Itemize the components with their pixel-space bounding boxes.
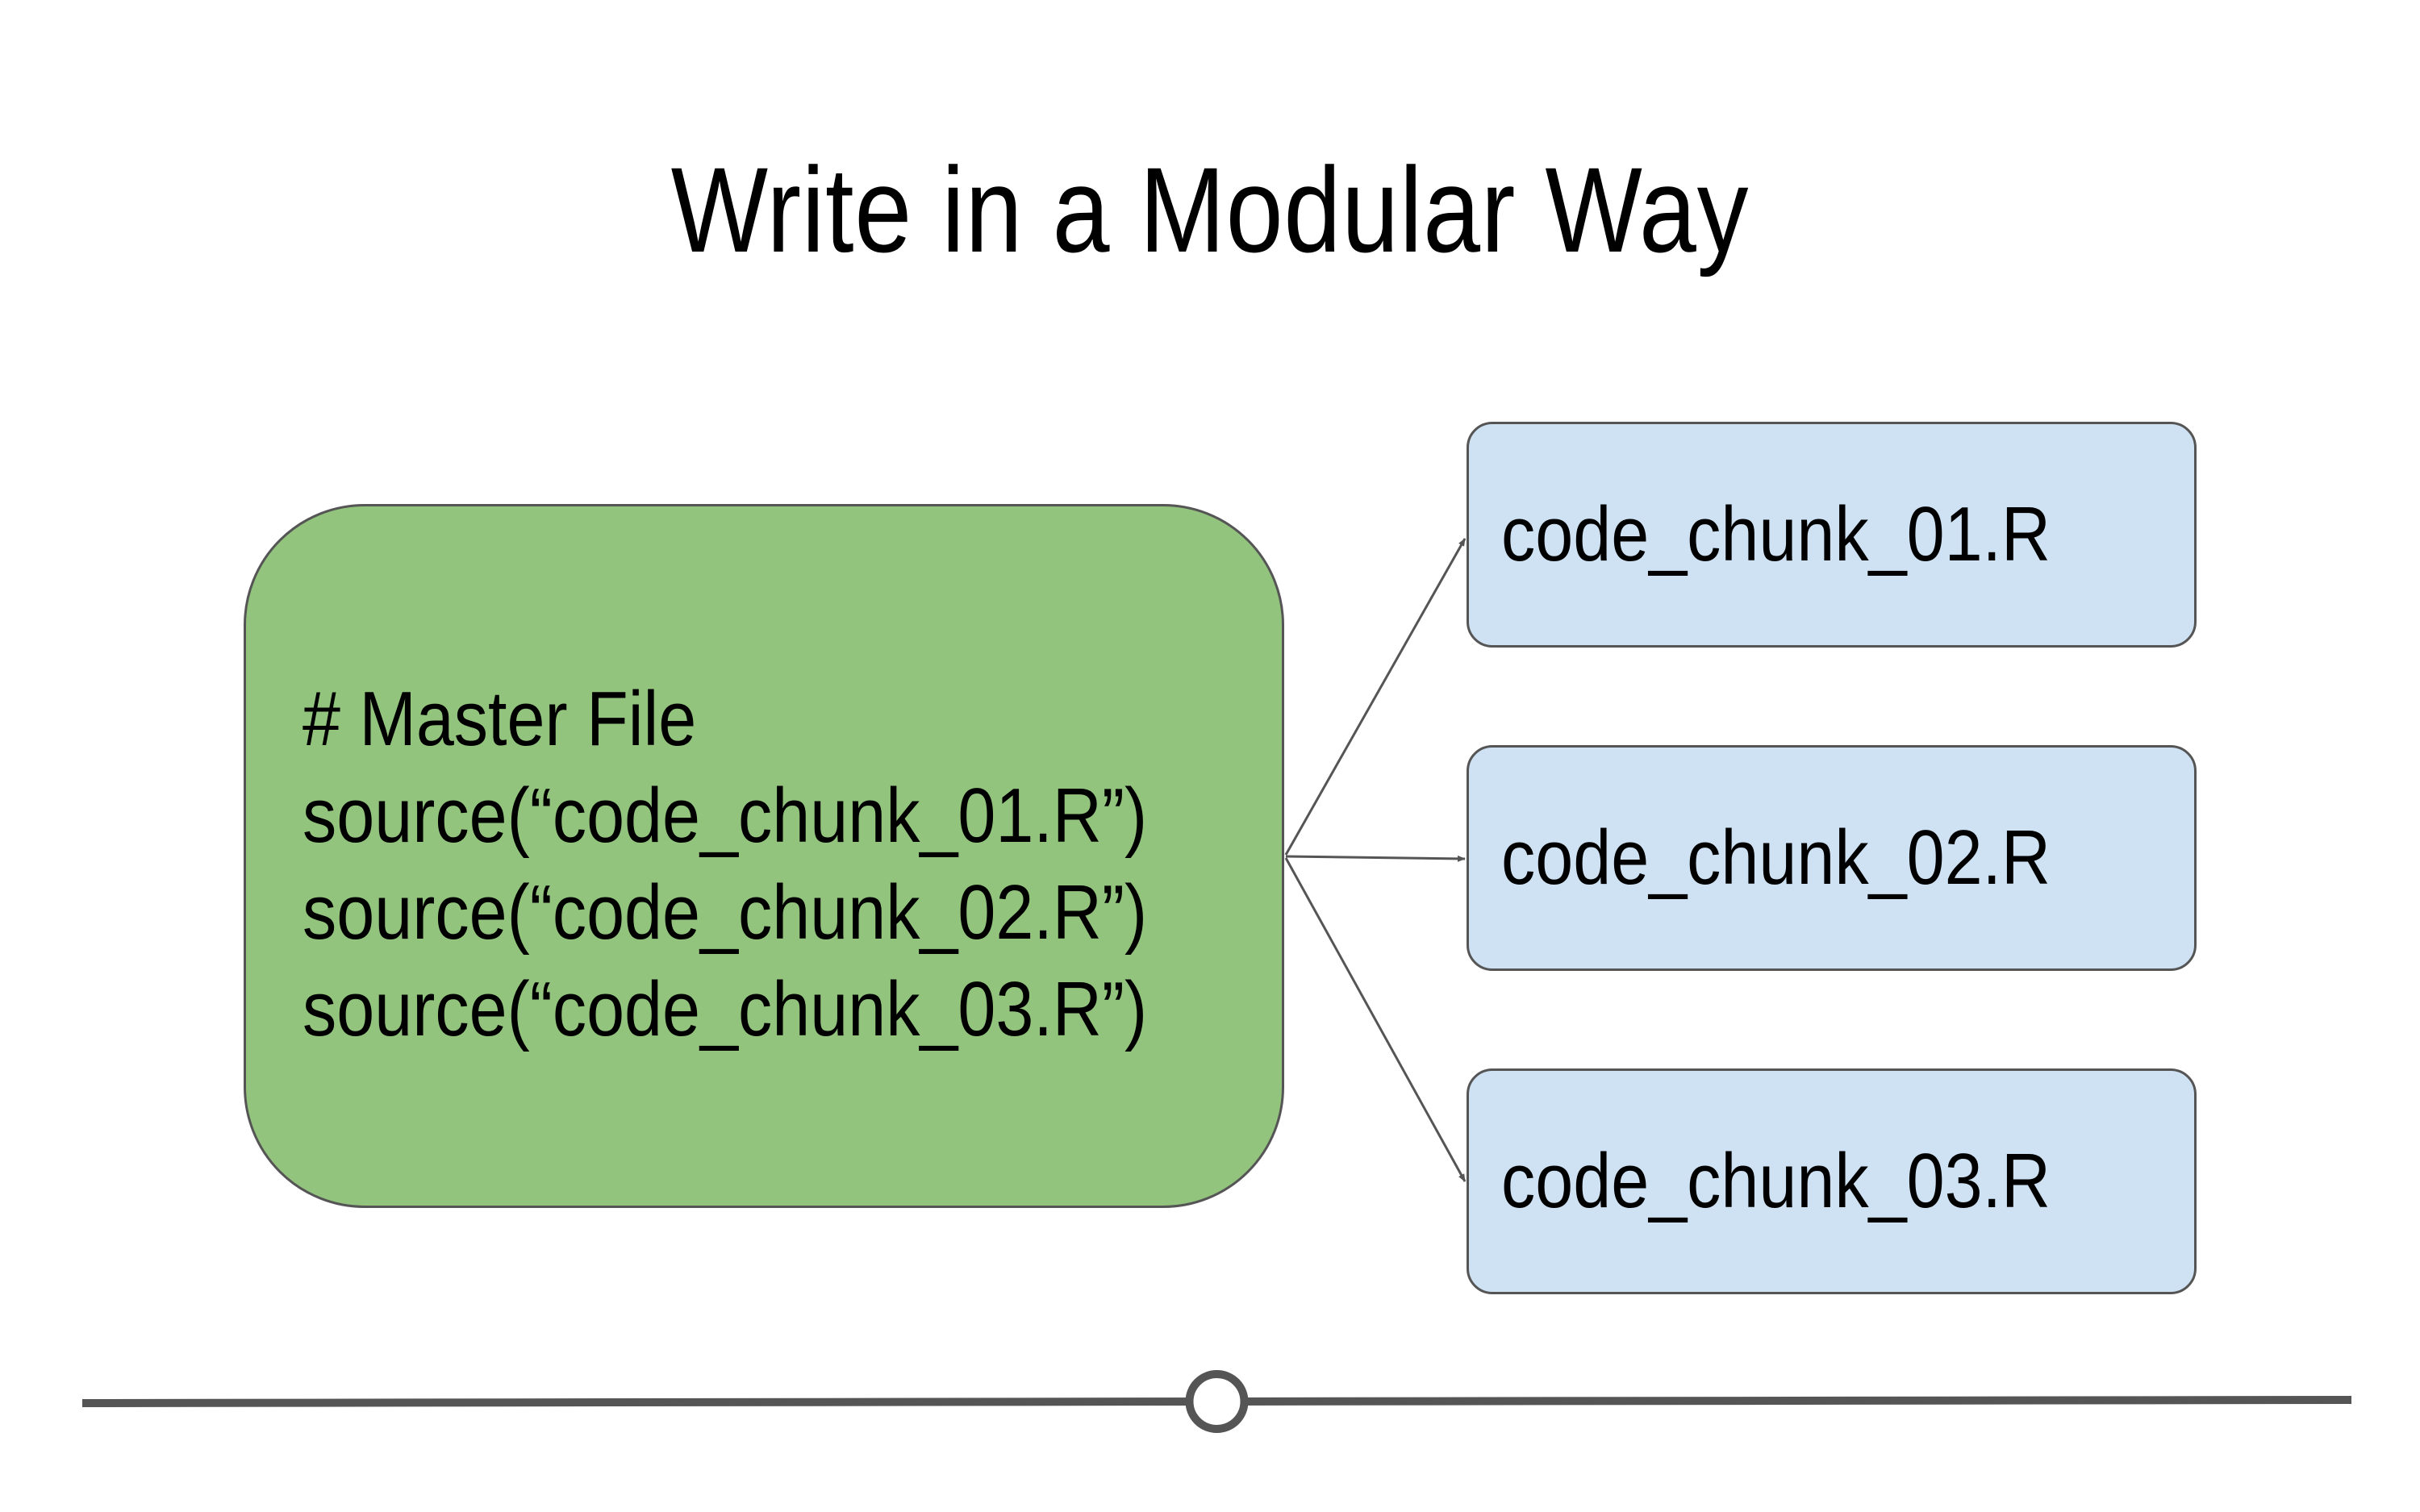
code-chunk-03-label: code_chunk_03.R [1501, 1138, 2051, 1224]
master-file-comment: # Master File [302, 676, 697, 762]
code-chunk-02-box: code_chunk_02.R [1467, 745, 2197, 971]
code-chunk-01-label: code_chunk_01.R [1501, 491, 2051, 577]
master-file-box [244, 504, 1284, 1208]
arrow-to-chunk-02 [1285, 855, 1466, 862]
master-file-code: # Master File source(“code_chunk_01.R”) … [302, 671, 1147, 1058]
source-line-01: source(“code_chunk_01.R”) [302, 773, 1148, 859]
timeline-scrubber-handle[interactable] [1185, 1370, 1249, 1433]
code-chunk-02-label: code_chunk_02.R [1501, 814, 2051, 901]
arrow-to-chunk-03 [1284, 857, 1467, 1182]
code-chunk-03-box: code_chunk_03.R [1467, 1068, 2197, 1294]
source-line-03: source(“code_chunk_03.R”) [302, 966, 1148, 1052]
arrow-to-chunk-01 [1284, 538, 1467, 856]
slide-title: Write in a Modular Way [670, 142, 1750, 277]
code-chunk-01-box: code_chunk_01.R [1467, 422, 2197, 648]
source-line-02: source(“code_chunk_02.R”) [302, 869, 1148, 956]
